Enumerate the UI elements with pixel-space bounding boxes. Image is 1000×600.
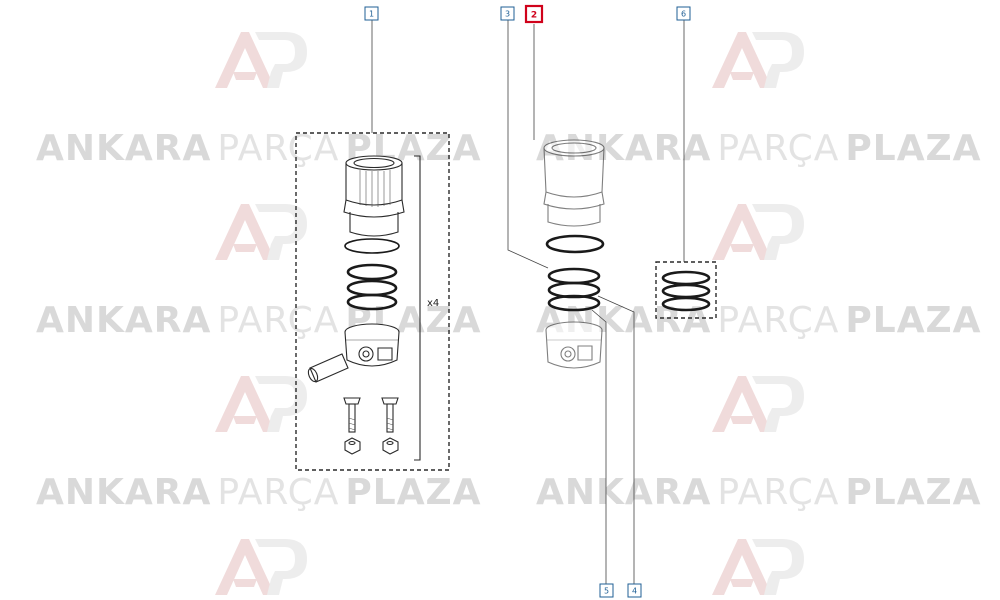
kit-liner-seal-ring[interactable]	[344, 238, 400, 254]
piston[interactable]	[545, 321, 603, 369]
cylinder-liner[interactable]	[543, 139, 605, 227]
liner-seal-ring[interactable]	[545, 234, 605, 254]
watermark-logo-icon	[215, 539, 307, 595]
callout-4[interactable]: 4	[627, 583, 642, 598]
callout-1[interactable]: 1	[364, 6, 379, 21]
svg-text:6: 6	[681, 10, 686, 19]
kit-piston-pin[interactable]	[306, 353, 349, 383]
kit-cylinder-liner[interactable]	[343, 155, 405, 237]
leader-line-5	[591, 309, 607, 584]
replacement-ring-set[interactable]	[655, 261, 717, 319]
kit-bolt-left[interactable]	[343, 397, 361, 433]
svg-text:3: 3	[505, 10, 510, 19]
watermark-logo-icon	[215, 204, 307, 260]
callout-6[interactable]: 6	[676, 6, 691, 21]
kit-bolt-right[interactable]	[381, 397, 399, 433]
watermark-logo-icon	[215, 376, 307, 432]
svg-text:1: 1	[369, 10, 374, 19]
piston-ring-set[interactable]	[547, 267, 601, 312]
watermark-logo-icon	[712, 539, 804, 595]
svg-text:4: 4	[632, 587, 637, 596]
leader-line-3	[507, 20, 549, 269]
ring-set-dashed-boundary	[655, 261, 717, 319]
svg-text:5: 5	[604, 587, 609, 596]
watermark-logo-icon	[712, 32, 804, 88]
callout-5[interactable]: 5	[599, 583, 614, 598]
watermark-logo-icon	[712, 204, 804, 260]
leader-lines	[371, 20, 685, 584]
kit-nut-right[interactable]	[382, 437, 399, 455]
kit-piston-rings[interactable]	[346, 263, 398, 311]
kit-piston[interactable]	[344, 323, 400, 367]
leader-line-4	[597, 295, 635, 584]
quantity-label: x4	[427, 298, 439, 309]
watermark-logo-icon	[712, 376, 804, 432]
quantity-bracket	[414, 155, 421, 461]
svg-text:2: 2	[531, 11, 537, 21]
cylinder-kit-assembly[interactable]: x4	[295, 132, 450, 471]
kit-nut-left[interactable]	[344, 437, 361, 455]
callout-3[interactable]: 3	[500, 6, 515, 21]
watermark-logo-icon	[215, 32, 307, 88]
callout-2-selected[interactable]: 2	[524, 4, 544, 24]
